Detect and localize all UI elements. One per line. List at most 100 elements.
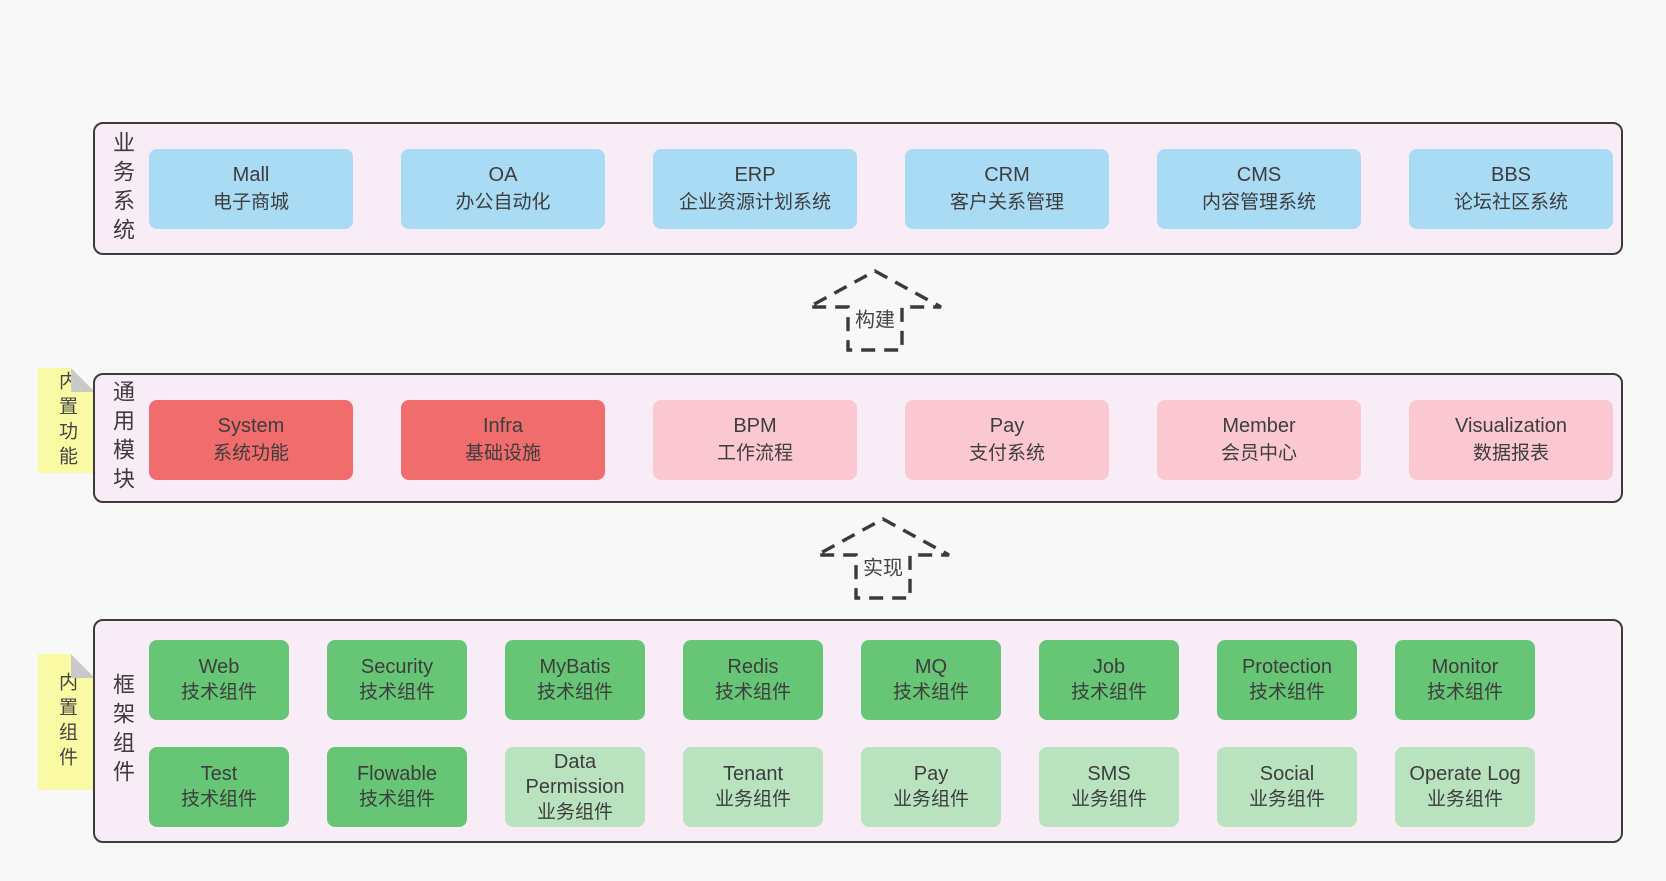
- box-cms-name: CMS: [1236, 164, 1282, 186]
- box-visualization-subtitle: 数据报表: [1472, 443, 1549, 464]
- box-bpm-name: BPM: [733, 415, 777, 437]
- build-arrow-label: 构建: [851, 302, 899, 334]
- box-web-subtitle: 技术组件: [180, 682, 257, 703]
- box-oa-name: OA: [488, 164, 518, 186]
- business-systems-row: Mall 电子商城 OA 办公自动化 ERP 企业资源计划系统 CRM 客户关系…: [149, 149, 1613, 229]
- box-security-subtitle: 技术组件: [358, 682, 435, 703]
- common-modules-panel: 通用模块 System 系统功能 Infra 基础设施 BPM 工作流程 Pay…: [93, 373, 1623, 503]
- box-redis: Redis 技术组件: [683, 640, 823, 720]
- box-system-subtitle: 系统功能: [212, 443, 289, 464]
- box-operate-log-subtitle: 业务组件: [1426, 789, 1503, 810]
- box-infra-subtitle: 基础设施: [464, 443, 541, 464]
- sticky-built-in-components-text: 内置组件: [56, 672, 77, 772]
- box-mq-name: MQ: [914, 656, 948, 678]
- box-infra-name: Infra: [482, 415, 524, 437]
- box-tenant: Tenant 业务组件: [683, 747, 823, 827]
- box-pay-component-subtitle: 业务组件: [892, 789, 969, 810]
- box-member: Member 会员中心: [1157, 400, 1361, 480]
- common-modules-label: 通用模块: [103, 375, 141, 501]
- box-bbs: BBS 论坛社区系统: [1409, 149, 1613, 229]
- box-job: Job 技术组件: [1039, 640, 1179, 720]
- box-erp-name: ERP: [734, 164, 776, 186]
- framework-components-label-text: 框架组件: [110, 673, 135, 789]
- build-arrow: 构建: [800, 266, 950, 354]
- box-operate-log: Operate Log 业务组件: [1395, 747, 1535, 827]
- box-security: Security 技术组件: [327, 640, 467, 720]
- box-operate-log-name: Operate Log: [1409, 763, 1521, 785]
- box-mall: Mall 电子商城: [149, 149, 353, 229]
- box-monitor-name: Monitor: [1431, 656, 1499, 678]
- box-flowable: Flowable 技术组件: [327, 747, 467, 827]
- box-crm-subtitle: 客户关系管理: [949, 192, 1064, 213]
- box-mybatis-subtitle: 技术组件: [536, 682, 613, 703]
- box-cms: CMS 内容管理系统: [1157, 149, 1361, 229]
- box-erp-subtitle: 企业资源计划系统: [678, 192, 831, 213]
- box-crm: CRM 客户关系管理: [905, 149, 1109, 229]
- box-data-permission-name: Data Permission: [525, 750, 625, 798]
- sticky-built-in-features: 内置功能: [38, 368, 95, 473]
- box-redis-name: Redis: [727, 656, 779, 678]
- business-systems-label-text: 业务系统: [110, 130, 135, 247]
- box-system: System 系统功能: [149, 400, 353, 480]
- framework-components-label: 框架组件: [103, 621, 141, 841]
- box-mybatis-name: MyBatis: [539, 656, 611, 678]
- implement-arrow-label: 实现: [859, 550, 907, 582]
- box-crm-name: CRM: [984, 164, 1030, 186]
- box-pay-module-subtitle: 支付系统: [968, 443, 1045, 464]
- box-erp: ERP 企业资源计划系统: [653, 149, 857, 229]
- box-mq-subtitle: 技术组件: [892, 682, 969, 703]
- box-data-permission-subtitle: 业务组件: [536, 801, 613, 823]
- box-bbs-subtitle: 论坛社区系统: [1453, 192, 1568, 213]
- box-security-name: Security: [360, 656, 434, 678]
- box-sms-subtitle: 业务组件: [1070, 789, 1147, 810]
- box-social-name: Social: [1259, 763, 1315, 785]
- box-test-name: Test: [200, 763, 238, 785]
- box-mall-subtitle: 电子商城: [212, 192, 289, 213]
- sticky-fold-corner-icon: [71, 654, 95, 678]
- box-oa-subtitle: 办公自动化: [455, 192, 551, 213]
- business-systems-label: 业务系统: [103, 124, 141, 253]
- box-visualization: Visualization 数据报表: [1409, 400, 1613, 480]
- box-redis-subtitle: 技术组件: [714, 682, 791, 703]
- common-modules-label-text: 通用模块: [110, 380, 135, 496]
- box-oa: OA 办公自动化: [401, 149, 605, 229]
- box-member-subtitle: 会员中心: [1220, 443, 1297, 464]
- framework-row-2: Test 技术组件 Flowable 技术组件 Data Permission …: [149, 747, 1535, 827]
- box-system-name: System: [217, 415, 285, 437]
- box-pay-component-name: Pay: [913, 763, 949, 785]
- business-systems-panel: 业务系统 Mall 电子商城 OA 办公自动化 ERP 企业资源计划系统 CRM…: [93, 122, 1623, 255]
- box-member-name: Member: [1222, 415, 1296, 437]
- box-tenant-name: Tenant: [722, 763, 784, 785]
- box-tenant-subtitle: 业务组件: [714, 789, 791, 810]
- box-data-permission: Data Permission 业务组件: [505, 747, 645, 827]
- box-job-subtitle: 技术组件: [1070, 682, 1147, 703]
- framework-components-panel: 框架组件 Web 技术组件 Security 技术组件 MyBatis 技术组件…: [93, 619, 1623, 843]
- sticky-fold-corner-icon: [71, 368, 95, 392]
- common-modules-row: System 系统功能 Infra 基础设施 BPM 工作流程 Pay 支付系统…: [149, 400, 1613, 480]
- box-test: Test 技术组件: [149, 747, 289, 827]
- box-bpm: BPM 工作流程: [653, 400, 857, 480]
- box-mq: MQ 技术组件: [861, 640, 1001, 720]
- build-arrow-icon: [808, 269, 942, 352]
- sticky-built-in-features-text: 内置功能: [56, 370, 77, 471]
- box-protection-name: Protection: [1241, 656, 1333, 678]
- implement-arrow-icon: [816, 517, 950, 600]
- box-protection-subtitle: 技术组件: [1248, 682, 1325, 703]
- box-pay-module: Pay 支付系统: [905, 400, 1109, 480]
- box-infra: Infra 基础设施: [401, 400, 605, 480]
- sticky-built-in-components: 内置组件: [38, 654, 95, 790]
- box-sms-name: SMS: [1087, 763, 1131, 785]
- box-monitor: Monitor 技术组件: [1395, 640, 1535, 720]
- box-pay-module-name: Pay: [989, 415, 1025, 437]
- box-visualization-name: Visualization: [1455, 415, 1567, 437]
- box-flowable-subtitle: 技术组件: [358, 789, 435, 810]
- box-sms: SMS 业务组件: [1039, 747, 1179, 827]
- implement-arrow: 实现: [808, 514, 958, 602]
- box-test-subtitle: 技术组件: [180, 789, 257, 810]
- framework-row-1: Web 技术组件 Security 技术组件 MyBatis 技术组件 Redi…: [149, 640, 1535, 720]
- box-social: Social 业务组件: [1217, 747, 1357, 827]
- box-flowable-name: Flowable: [356, 763, 438, 785]
- box-bbs-name: BBS: [1490, 164, 1532, 186]
- box-social-subtitle: 业务组件: [1248, 789, 1325, 810]
